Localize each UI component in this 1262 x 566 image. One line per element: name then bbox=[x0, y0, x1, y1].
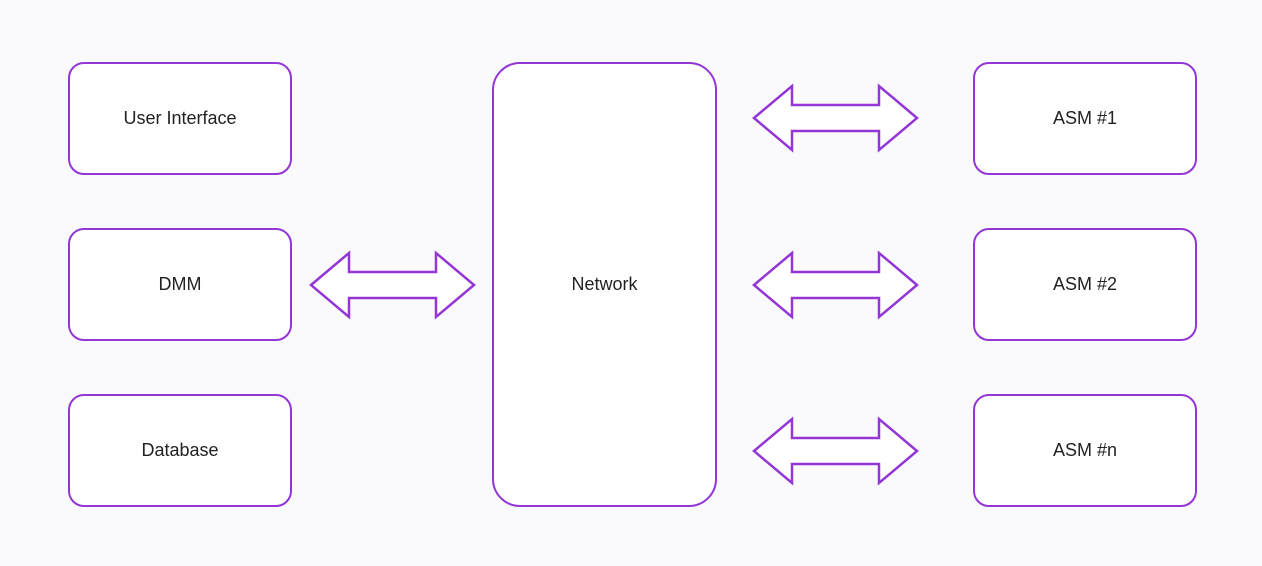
asm-1-box: ASM #1 bbox=[973, 62, 1197, 175]
asm-n-box: ASM #n bbox=[973, 394, 1197, 507]
box-label: Database bbox=[141, 440, 219, 460]
double-arrow-network-asm2 bbox=[752, 250, 919, 320]
double-arrow-dmm-network bbox=[309, 250, 476, 320]
box-label: User Interface bbox=[123, 108, 237, 128]
database-box: Database bbox=[68, 394, 292, 507]
box-label: ASM #n bbox=[1052, 440, 1118, 460]
dmm-box: DMM bbox=[68, 228, 292, 341]
user-interface-box: User Interface bbox=[68, 62, 292, 175]
network-box: Network bbox=[492, 62, 717, 507]
double-arrow-network-asm1 bbox=[752, 83, 919, 153]
box-label: DMM bbox=[158, 274, 202, 294]
box-label: ASM #2 bbox=[1052, 274, 1118, 294]
asm-2-box: ASM #2 bbox=[973, 228, 1197, 341]
box-label: ASM #1 bbox=[1052, 108, 1118, 128]
double-arrow-network-asmn bbox=[752, 416, 919, 486]
box-label: Network bbox=[571, 274, 638, 294]
